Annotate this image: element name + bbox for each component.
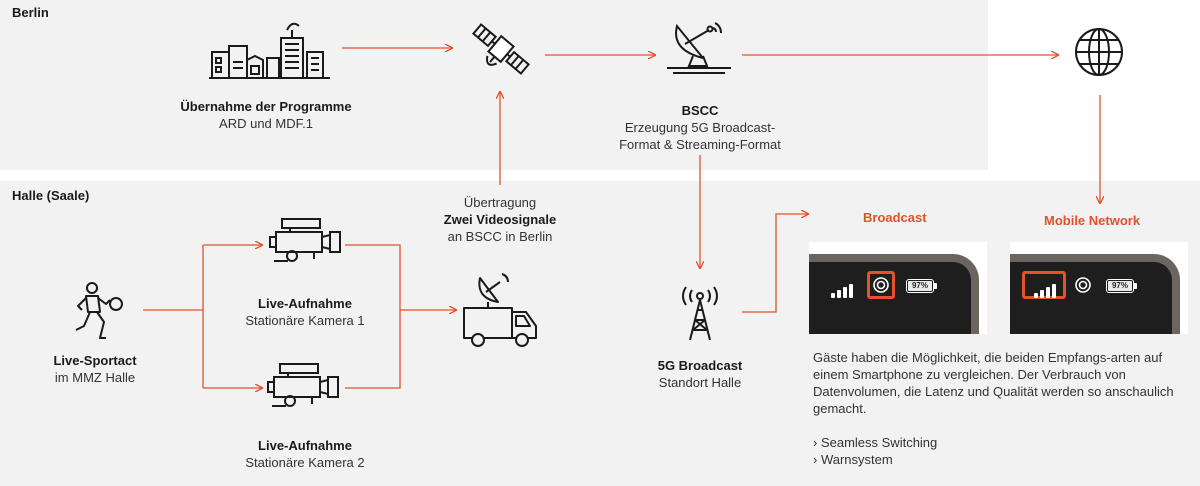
globe-icon — [1075, 28, 1123, 76]
video-camera-icon — [269, 218, 341, 262]
broadcast-site-subtitle: Standort Halle — [658, 375, 742, 390]
camera2-title: Live-Aufnahme — [258, 438, 352, 453]
uplink-title: Zwei Videosignale — [443, 212, 557, 227]
halle-region — [0, 181, 1200, 486]
uplink-line1: Übertragung — [463, 195, 537, 210]
bscc-caption: BSCC Erzeugung 5G Broadcast- Format & St… — [590, 102, 810, 153]
feature-list: › Seamless Switching › Warnsystem — [813, 434, 1183, 468]
bscc-line2: Format & Streaming-Format — [619, 137, 781, 152]
buildings-icon — [209, 22, 330, 79]
description-text: Gäste haben die Möglichkeit, die beiden … — [813, 350, 1174, 416]
broadcast-phone-title: Broadcast — [863, 210, 927, 225]
bscc-title: BSCC — [681, 103, 719, 118]
battery-tip — [1134, 283, 1137, 289]
mobile-phone-title: Mobile Network — [1044, 213, 1141, 228]
battery-tip — [934, 283, 937, 289]
broadcast-target-icon — [1075, 277, 1091, 293]
signal-bars-icon — [1034, 280, 1064, 298]
mobile-highlight-box — [1022, 271, 1066, 299]
description-block: Gäste haben die Möglichkeit, die beiden … — [813, 349, 1183, 468]
satellite-dish-icon — [667, 22, 731, 74]
video-camera-icon — [267, 363, 339, 407]
programme-title: Übernahme der Programme — [180, 99, 352, 114]
berlin-region — [0, 0, 988, 170]
satellite-icon — [471, 23, 531, 75]
programme-caption: Übernahme der Programme ARD und MDF.1 — [166, 98, 366, 132]
mobile-phone-screen: 97% — [1010, 242, 1188, 334]
battery-level: 97% — [1108, 281, 1132, 291]
halle-region-label: Halle (Saale) — [12, 188, 90, 203]
programme-subtitle: ARD und MDF.1 — [219, 116, 313, 131]
broadcast-phone-screen: 97% — [809, 242, 987, 334]
sportact-subtitle: im MMZ Halle — [54, 370, 136, 385]
arrow-tower-to-broadcast — [742, 214, 808, 313]
feature-item: › Seamless Switching — [813, 435, 938, 450]
sportact-caption: Live-Sportact im MMZ Halle — [30, 352, 160, 386]
broadcast-highlight-box — [867, 271, 895, 299]
phone-status-bar — [1010, 254, 1180, 334]
sportact-title: Live-Sportact — [53, 353, 137, 368]
bscc-line1: Erzeugung 5G Broadcast- — [624, 120, 776, 135]
camera1-title: Live-Aufnahme — [258, 296, 352, 311]
battery-icon: 97% — [906, 279, 934, 293]
signal-bars-icon — [831, 280, 861, 298]
camera1-subtitle: Stationäre Kamera 1 — [245, 313, 365, 328]
feature-item: › Warnsystem — [813, 452, 893, 467]
football-player-icon — [75, 282, 123, 339]
arrow-camera1-to-van — [345, 244, 401, 310]
ob-van-icon — [463, 273, 537, 347]
uplink-caption: Übertragung Zwei Videosignale an BSCC in… — [415, 194, 585, 245]
camera2-subtitle: Stationäre Kamera 2 — [245, 455, 365, 470]
broadcast-tower-icon — [682, 286, 718, 341]
arrow-camera2-to-van — [345, 310, 401, 389]
uplink-line2: an BSCC in Berlin — [447, 229, 553, 244]
camera1-caption: Live-Aufnahme Stationäre Kamera 1 — [215, 295, 395, 329]
camera2-caption: Live-Aufnahme Stationäre Kamera 2 — [215, 437, 395, 471]
battery-level: 97% — [908, 281, 932, 291]
berlin-region-label: Berlin — [12, 5, 49, 20]
broadcast-site-title: 5G Broadcast — [657, 358, 743, 373]
battery-icon: 97% — [1106, 279, 1134, 293]
broadcast-site-caption: 5G Broadcast Standort Halle — [630, 357, 770, 391]
broadcast-target-icon — [873, 277, 889, 293]
